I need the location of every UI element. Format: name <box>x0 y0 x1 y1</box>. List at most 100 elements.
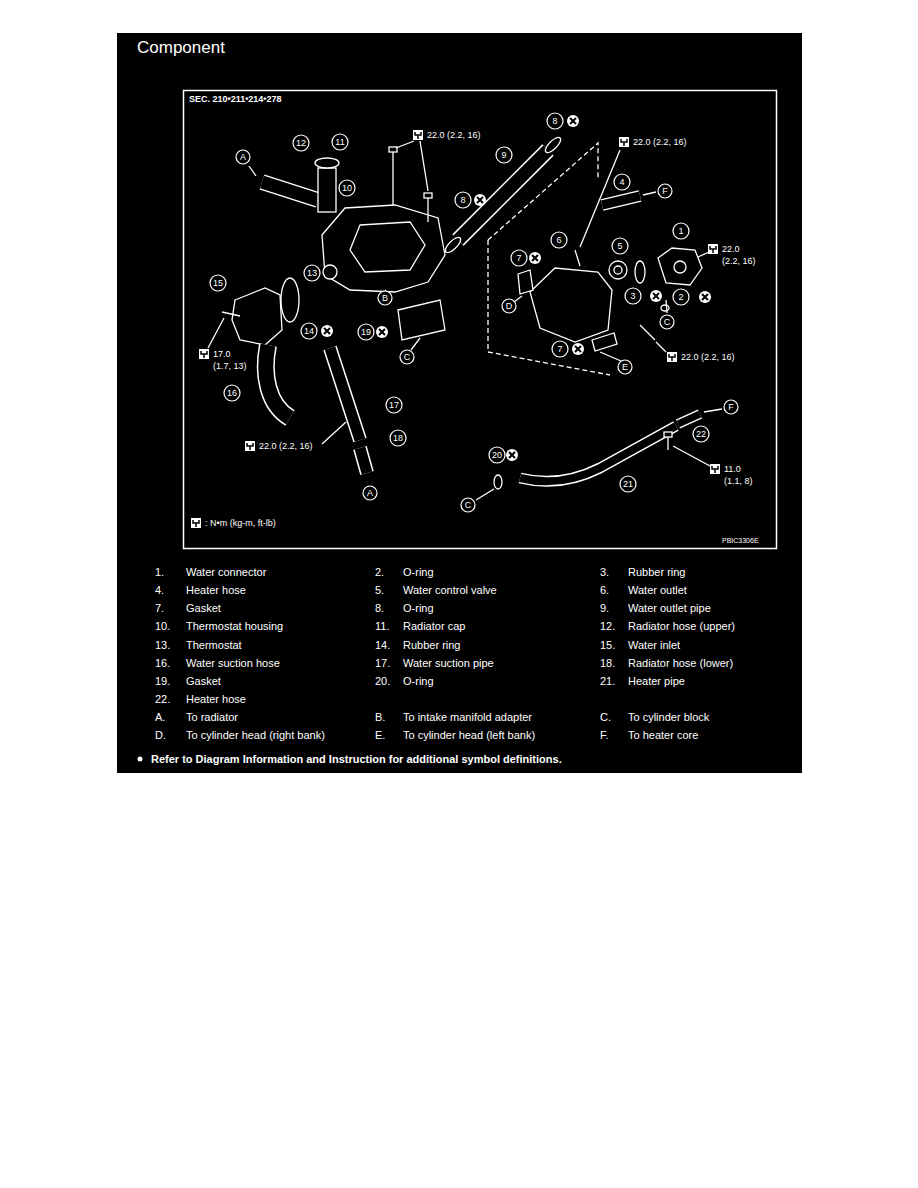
table-number: 21. <box>600 674 615 688</box>
table-number: D. <box>155 728 166 742</box>
note-text: Refer to Diagram Information and Instruc… <box>151 752 562 766</box>
torque-icon-wrench <box>415 132 421 139</box>
hose-body <box>678 414 700 424</box>
replace-symbol-disc <box>474 194 486 206</box>
callout-circle <box>547 113 563 129</box>
torque-icon <box>245 441 255 451</box>
callout-number: 21 <box>620 478 636 490</box>
table-number: 4. <box>155 583 164 597</box>
torque-icon <box>413 130 423 140</box>
bullet <box>138 757 143 762</box>
callout-number: 14 <box>301 325 317 337</box>
torque-spec: 22.0 (2.2, 16) <box>259 440 313 452</box>
callout-circle <box>724 400 738 414</box>
callout-number: 11 <box>332 136 348 148</box>
torque-icon-box <box>667 352 677 362</box>
part-name: Radiator hose (upper) <box>628 619 735 633</box>
leader-line <box>656 342 666 352</box>
callout-number: 5 <box>612 240 628 252</box>
part-name: O-ring <box>403 674 434 688</box>
part-name: Heater hose <box>186 692 246 706</box>
part-name: Rubber ring <box>403 638 460 652</box>
torque-spec: 11.0 (1.1, 8) <box>724 463 758 487</box>
o-ring <box>443 235 463 255</box>
callout-number: 7 <box>511 252 527 264</box>
torque-icon-box <box>710 464 720 474</box>
rubber-ring <box>281 278 299 322</box>
table-number: 15. <box>600 638 615 652</box>
callout-number: 18 <box>390 432 406 444</box>
o-ring <box>543 135 563 155</box>
callout-circle <box>301 323 317 339</box>
arrow-line <box>411 338 420 350</box>
callout-number: 12 <box>293 137 309 149</box>
table-number: 16. <box>155 656 170 670</box>
parts <box>208 135 722 500</box>
callout-circle <box>386 397 402 413</box>
callout-circle <box>390 430 406 446</box>
part-name: Thermostat housing <box>186 619 283 633</box>
hose-body <box>262 182 318 200</box>
leader-line <box>322 422 346 444</box>
replace-symbol-cross <box>702 294 708 300</box>
leader-line <box>420 141 428 191</box>
callout-circle <box>489 447 505 463</box>
gasket <box>398 300 445 340</box>
bolt <box>640 325 655 340</box>
replace-symbol-cross <box>653 293 659 299</box>
torque-icon-wrench <box>247 443 253 450</box>
bolt <box>667 436 668 450</box>
bolt-head <box>389 147 397 152</box>
callout-number: 20 <box>489 449 505 461</box>
callout-circle <box>224 385 240 401</box>
callout-circle <box>658 184 672 198</box>
replace-symbol <box>650 290 662 302</box>
arrow-line <box>666 300 667 313</box>
table-number: 3. <box>600 565 609 579</box>
callout-number: 10 <box>339 182 355 194</box>
torque-icon-wrench <box>193 520 199 527</box>
callout-letter: A <box>362 487 378 499</box>
part-name: To heater core <box>628 728 698 742</box>
replace-symbol-disc <box>572 343 584 355</box>
replace-symbol <box>506 449 518 461</box>
valve-detail <box>614 266 622 274</box>
part-name: Radiator hose (lower) <box>628 656 733 670</box>
callout-circle <box>673 289 689 305</box>
table-number: 14. <box>375 638 390 652</box>
replace-symbol-cross <box>379 329 385 335</box>
callout-letter: F <box>657 185 673 197</box>
table-number: E. <box>375 728 385 742</box>
part-name: Water suction pipe <box>403 656 494 670</box>
callout-circle <box>363 486 377 500</box>
torque-icon-box <box>619 137 629 147</box>
table-number: 17. <box>375 656 390 670</box>
torque-icon <box>667 352 677 362</box>
table-number: 18. <box>600 656 615 670</box>
part-name: Rubber ring <box>628 565 685 579</box>
callout-circle <box>612 238 628 254</box>
callout-circle <box>673 223 689 239</box>
callout-circle <box>693 426 709 442</box>
part-name: Gasket <box>186 674 221 688</box>
part-name: Water suction hose <box>186 656 280 670</box>
radiator-cap <box>315 158 339 168</box>
table-number: 20. <box>375 674 390 688</box>
bolt <box>575 250 580 266</box>
torque-icon-box <box>191 518 201 528</box>
replace-symbol-disc <box>567 115 579 127</box>
callout-circle <box>496 147 512 163</box>
figure-frame <box>184 91 777 549</box>
callout-circle <box>620 476 636 492</box>
callout-number: 22 <box>693 428 709 440</box>
table-number: A. <box>155 710 165 724</box>
callout-number: 8 <box>455 194 471 206</box>
torque-spec: 22.0 (2.2, 16) <box>681 351 735 363</box>
bolt-head <box>664 432 672 437</box>
torque-icon <box>619 137 629 147</box>
callout-circle <box>511 250 527 266</box>
leader-line <box>208 318 224 348</box>
page-ground <box>117 33 802 773</box>
hose-outline <box>262 182 318 200</box>
part-name: Heater hose <box>186 583 246 597</box>
